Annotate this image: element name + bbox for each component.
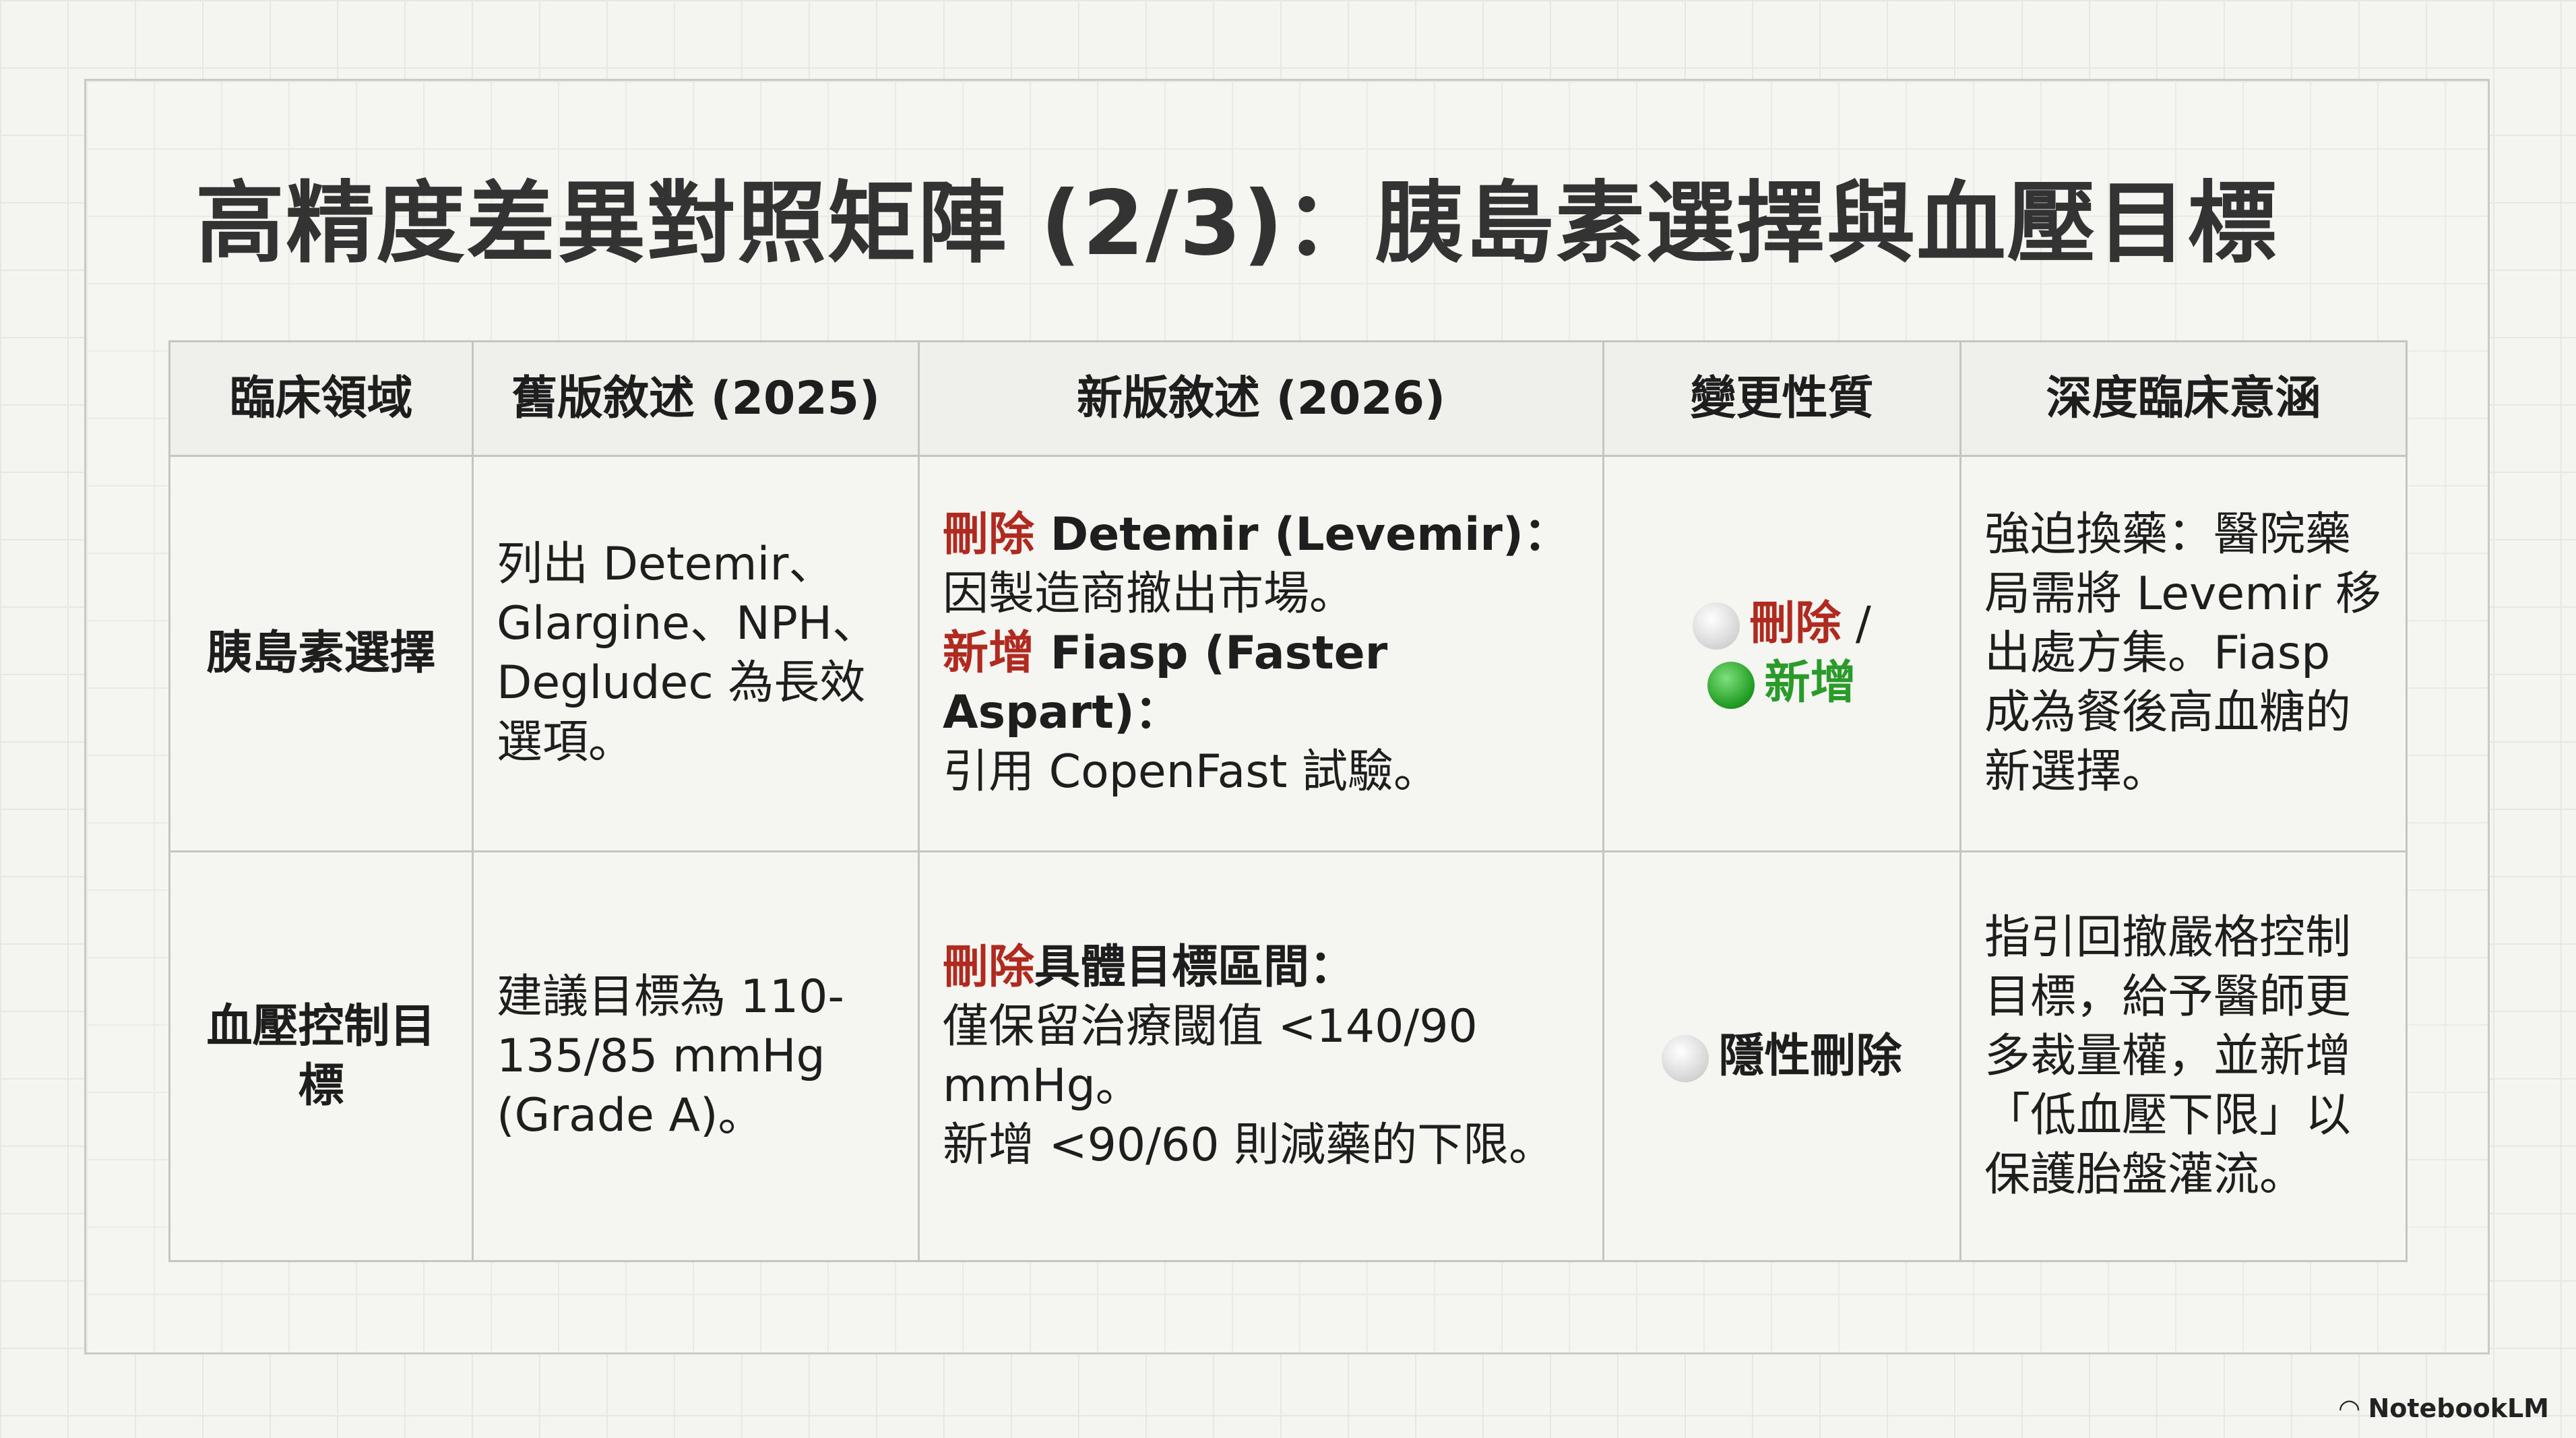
- comparison-table: 臨床領域 舊版敘述 (2025) 新版敘述 (2026) 變更性質 深度臨床意涵…: [168, 340, 2408, 1262]
- added-item: Fiasp (Faster Aspart)：: [943, 627, 1388, 739]
- header-implication: 深度臨床意涵: [1959, 340, 2408, 457]
- slide-title: 高精度差異對照矩陣 (2/3)：胰島素選擇與血壓目標: [195, 172, 2278, 276]
- cell-new: 刪除具體目標區間： 僅保留治療閾值 <140/90 mmHg。 新增 <90/6…: [918, 850, 1604, 1262]
- gray-dot-icon: [1662, 1034, 1709, 1082]
- new-text-line: 僅保留治療閾值 <140/90 mmHg。: [943, 999, 1478, 1113]
- cell-change: 隱性刪除: [1602, 850, 1961, 1262]
- table-row: 胰島素選擇 列出 Detemir、Glargine、NPH、Degludec 為…: [168, 455, 2408, 852]
- cell-domain: 血壓控制目標: [168, 850, 474, 1262]
- cell-new: 刪除 Detemir (Levemir)： 因製造商撤出市場。 新增 Fiasp …: [918, 455, 1604, 852]
- table-row: 血壓控制目標 建議目標為 110-135/85 mmHg (Grade A)。 …: [168, 850, 2408, 1262]
- separator: /: [1841, 597, 1871, 650]
- cell-implication: 強迫換藥：醫院藥局需將 Levemir 移出處方集。Fiasp 成為餐後高血糖的…: [1959, 455, 2408, 852]
- green-dot-icon: [1707, 662, 1755, 710]
- cell-implication: 指引回撤嚴格控制目標，給予醫師更多裁量權，並新增「低血壓下限」以保護胎盤灌流。: [1959, 850, 2408, 1262]
- header-domain: 臨床領域: [168, 340, 474, 457]
- notebooklm-logo: ◠ NotebookLM: [2339, 1394, 2549, 1423]
- logo-text: NotebookLM: [2368, 1394, 2549, 1423]
- delete-tag: 刪除: [943, 940, 1035, 994]
- add-reason: 引用 CopenFast 試驗。: [943, 745, 1440, 799]
- change-delete: 刪除: [1749, 597, 1842, 650]
- change-label: 隱性刪除: [1718, 1029, 1902, 1083]
- header-change: 變更性質: [1602, 340, 1961, 457]
- gray-dot-icon: [1693, 602, 1740, 650]
- cell-change: 刪除 / 新增: [1602, 455, 1961, 852]
- deleted-item: Detemir (Levemir)：: [1034, 508, 1570, 561]
- header-new: 新版敘述 (2026): [918, 340, 1604, 457]
- cell-old: 建議目標為 110-135/85 mmHg (Grade A)。: [472, 850, 920, 1262]
- header-old: 舊版敘述 (2025): [472, 340, 920, 457]
- cell-domain: 胰島素選擇: [168, 455, 474, 852]
- delete-reason: 因製造商撤出市場。: [943, 567, 1356, 621]
- delete-tag: 刪除: [943, 508, 1035, 561]
- cell-old: 列出 Detemir、Glargine、NPH、Degludec 為長效選項。: [472, 455, 920, 852]
- change-add: 新增: [1764, 656, 1856, 710]
- add-tag: 新增: [943, 627, 1035, 680]
- new-text-line: 新增 <90/60 則減藥的下限。: [943, 1118, 1555, 1172]
- deleted-item: 具體目標區間：: [1034, 940, 1356, 994]
- header-row: 臨床領域 舊版敘述 (2025) 新版敘述 (2026) 變更性質 深度臨床意涵: [168, 340, 2408, 457]
